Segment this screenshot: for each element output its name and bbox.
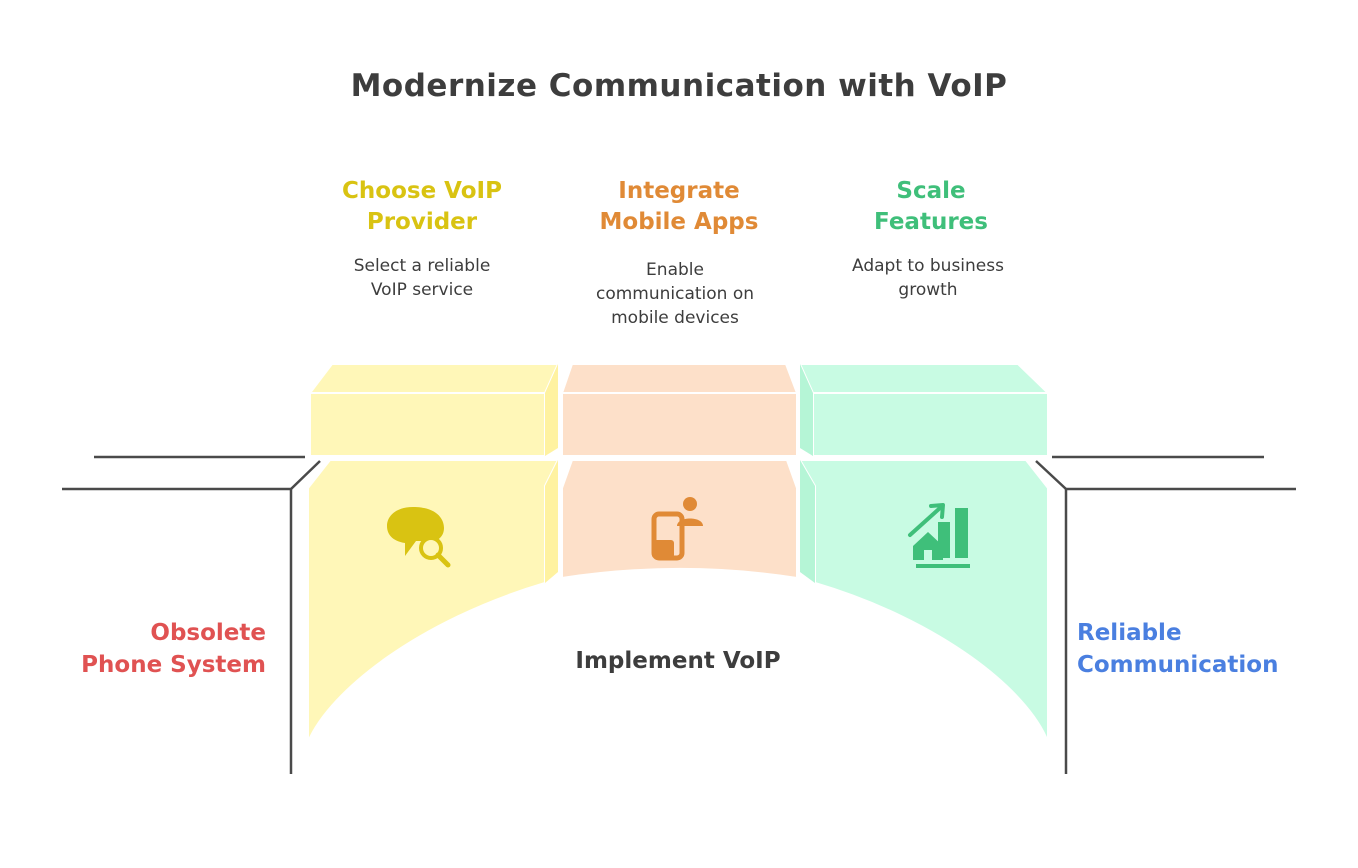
end-state-label: Reliable Communication [1077,617,1278,681]
green-deck-front [813,393,1048,456]
step-3-title: Scale Features [821,176,1041,238]
step-1-description: Select a reliable VoIP service [312,254,532,302]
bridge-label: Implement VoIP [478,648,878,674]
yellow-deck-top [310,364,558,393]
diagram-title: Modernize Communication with VoIP [0,68,1358,104]
step-1-title: Choose VoIP Provider [312,176,532,238]
step-3-desc-line-1: Adapt to business [818,254,1038,278]
step-3-description: Adapt to business growth [818,254,1038,302]
step-3-title-line-2: Features [821,207,1041,238]
bridge-lower [308,460,1048,742]
step-1-desc-line-1: Select a reliable [312,254,532,278]
yellow-deck-front [310,393,545,456]
yellow-pillar [308,460,558,742]
start-state-label: Obsolete Phone System [81,617,266,681]
step-2-title: Integrate Mobile Apps [569,176,789,238]
step-2-title-line-1: Integrate [569,176,789,207]
step-1-title-line-1: Choose VoIP [312,176,532,207]
bridge-deck [310,364,1048,456]
step-2-description: Enable communication on mobile devices [565,258,785,330]
step-2-desc-line-1: Enable [565,258,785,282]
green-deck-top [800,364,1048,393]
step-2-title-line-2: Mobile Apps [569,207,789,238]
orange-deck-front [562,393,797,456]
end-label-line-2: Communication [1077,649,1278,681]
step-3-title-line-1: Scale [821,176,1041,207]
step-2-desc-line-2: communication on [565,282,785,306]
start-label-line-2: Phone System [81,649,266,681]
step-1-title-line-2: Provider [312,207,532,238]
start-label-line-1: Obsolete [81,617,266,649]
step-2-desc-line-3: mobile devices [565,306,785,330]
green-pillar [800,460,1048,742]
orange-deck-top [562,364,797,393]
end-label-line-1: Reliable [1077,617,1278,649]
step-1-desc-line-2: VoIP service [312,278,532,302]
step-3-desc-line-2: growth [818,278,1038,302]
